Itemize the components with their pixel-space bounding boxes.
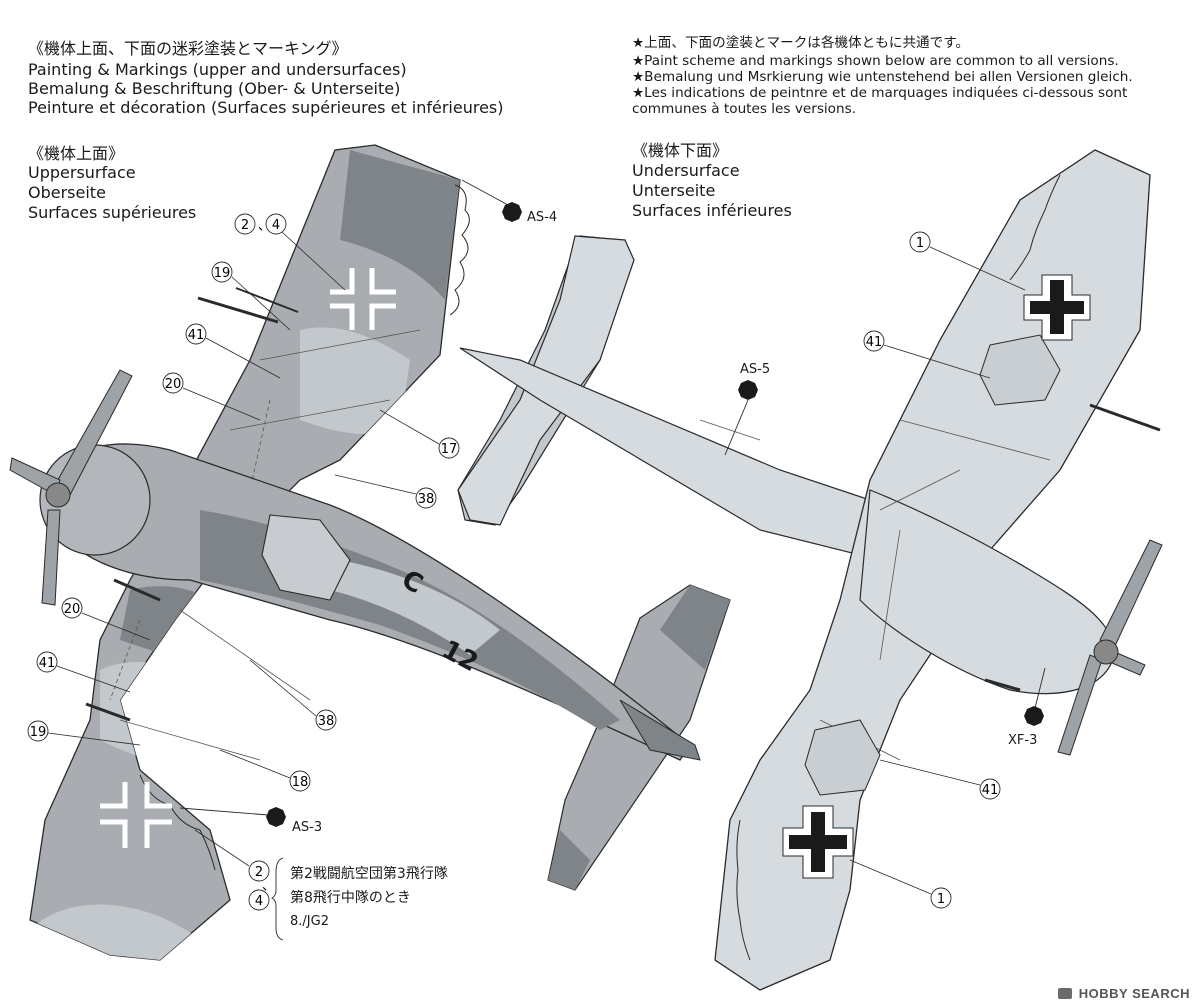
callout-2-version-num: 2 <box>255 865 263 880</box>
lower-propeller <box>1057 539 1163 756</box>
note-jp: ★上面、下面の塗装とマークは各機体ともに共通です。 <box>632 35 970 51</box>
callout-41-lower-top: 41 <box>863 330 991 379</box>
title-de: Bemalung & Beschriftung (Ober- & Unterse… <box>28 79 401 98</box>
note-de: ★Bemalung und Msrkierung wie untenstehen… <box>632 69 1133 85</box>
callout-18: 18 <box>219 749 311 792</box>
note-en: ★Paint scheme and markings shown below a… <box>632 53 1119 69</box>
upper-wing-camo-light <box>30 327 410 960</box>
upper-fuselage-light-band <box>330 560 500 655</box>
callout-41-top: 41 <box>185 323 281 379</box>
watermark-brand: HOBBY <box>1078 986 1128 1001</box>
upper-title-en: Uppersurface <box>28 163 136 182</box>
callout-1-top-num: 1 <box>916 236 924 251</box>
paint-label-xf3: XF-3 <box>1008 733 1037 748</box>
callout-41-top-num: 41 <box>188 328 205 343</box>
lower-aircraft <box>457 149 1163 991</box>
callout-1-bottom: 1 <box>849 859 952 909</box>
callout-38-bottom: 38 <box>249 659 337 731</box>
callout-17: 17 <box>379 409 460 459</box>
paint-callout-as5: AS-5 <box>724 362 770 456</box>
upper-cross-top <box>330 268 396 330</box>
lower-guns <box>984 403 1161 692</box>
callout-41-bottom-num: 41 <box>39 656 56 671</box>
callout-19-bottom: 19 <box>27 720 141 746</box>
upper-tail <box>619 699 701 761</box>
callout-20-bottom: 20 <box>61 597 151 641</box>
title-jp: 《機体上面、下面の迷彩塗装とマーキング》 <box>28 39 348 58</box>
lower-title-de: Unterseite <box>632 181 716 200</box>
lower-aileron-edges <box>736 174 1061 961</box>
paint-callout-as3: AS-3 <box>179 807 322 835</box>
callout-19-top-num: 19 <box>214 266 231 281</box>
upper-wing-camo-dark <box>120 150 460 660</box>
callout-41-lower-bottom-num: 41 <box>982 783 999 798</box>
callout-19-top: 19 <box>211 261 291 331</box>
callout-1-top: 1 <box>909 231 1026 291</box>
upper-cross-bottom <box>100 782 172 848</box>
upper-title-jp: 《機体上面》 <box>28 144 125 163</box>
lower-title-fr: Surfaces inférieures <box>632 201 792 220</box>
lower-title-jp: 《機体下面》 <box>632 141 729 160</box>
version-line-3: 8./JG2 <box>290 914 329 929</box>
upper-fuselage-camo <box>200 510 620 730</box>
callout-38-top: 38 <box>334 474 437 509</box>
version-line-2: 第8飛行中隊のとき <box>290 890 411 906</box>
lower-cross-bottom <box>782 805 854 879</box>
watermark-badge-icon <box>1057 988 1072 999</box>
callout-17-num: 17 <box>441 442 458 457</box>
callout-sep-version: 、 <box>262 879 275 894</box>
watermark: HOBBY SEARCH <box>1057 986 1190 1001</box>
title-en: Painting & Markings (upper and undersurf… <box>28 60 407 79</box>
upper-title-fr: Surfaces supérieures <box>28 203 197 222</box>
callout-2-4-version: 2 、 4 <box>194 829 284 941</box>
callout-4-top: 4 <box>272 218 280 233</box>
callout-41-lower-top-num: 41 <box>866 335 883 350</box>
callout-20-bottom-num: 20 <box>64 602 81 617</box>
note-fr-2: communes à toutes les versions. <box>632 101 857 117</box>
callout-38-top-num: 38 <box>418 492 435 507</box>
upper-propeller <box>9 369 133 606</box>
callout-20-top: 20 <box>162 372 261 421</box>
callout-18-num: 18 <box>292 775 309 790</box>
paint-label-as3: AS-3 <box>292 820 322 835</box>
watermark-search: SEARCH <box>1132 986 1190 1001</box>
version-line-1: 第2戦闘航空団第3飛行隊 <box>290 866 448 882</box>
callout-20-top-num: 20 <box>165 377 182 392</box>
lower-cross-top <box>1023 274 1091 341</box>
paint-callout-as4: AS-4 <box>461 179 557 225</box>
upper-aileron-top <box>139 184 470 871</box>
callout-2-4-top: 2 、 4 <box>234 213 346 291</box>
callout-4-version-num: 4 <box>255 894 263 909</box>
paint-callout-xf3: XF-3 <box>1008 667 1046 748</box>
callout-1-bottom-num: 1 <box>937 892 945 907</box>
callout-38-bottom-num: 38 <box>318 714 335 729</box>
paint-label-as4: AS-4 <box>527 210 557 225</box>
upper-canopy <box>261 514 351 601</box>
note-fr-1: ★Les indications de peintnre et de marqu… <box>632 85 1128 101</box>
callout-41-lower-bottom: 41 <box>879 759 1001 800</box>
upper-aircraft: C 12 <box>9 144 731 961</box>
upper-title-de: Oberseite <box>28 183 106 202</box>
title-fr: Peinture et décoration (Surfaces supérie… <box>28 98 504 117</box>
paint-label-as5: AS-5 <box>740 362 770 377</box>
lower-wheelwell-bottom <box>804 719 881 796</box>
upper-stabilizer-right-camo <box>548 585 730 890</box>
lower-title-en: Undersurface <box>632 161 740 180</box>
callout-2-top: 2 <box>241 218 249 233</box>
callout-41-bottom: 41 <box>36 651 131 693</box>
callout-19-bottom-num: 19 <box>30 725 47 740</box>
upper-guns <box>85 287 299 722</box>
